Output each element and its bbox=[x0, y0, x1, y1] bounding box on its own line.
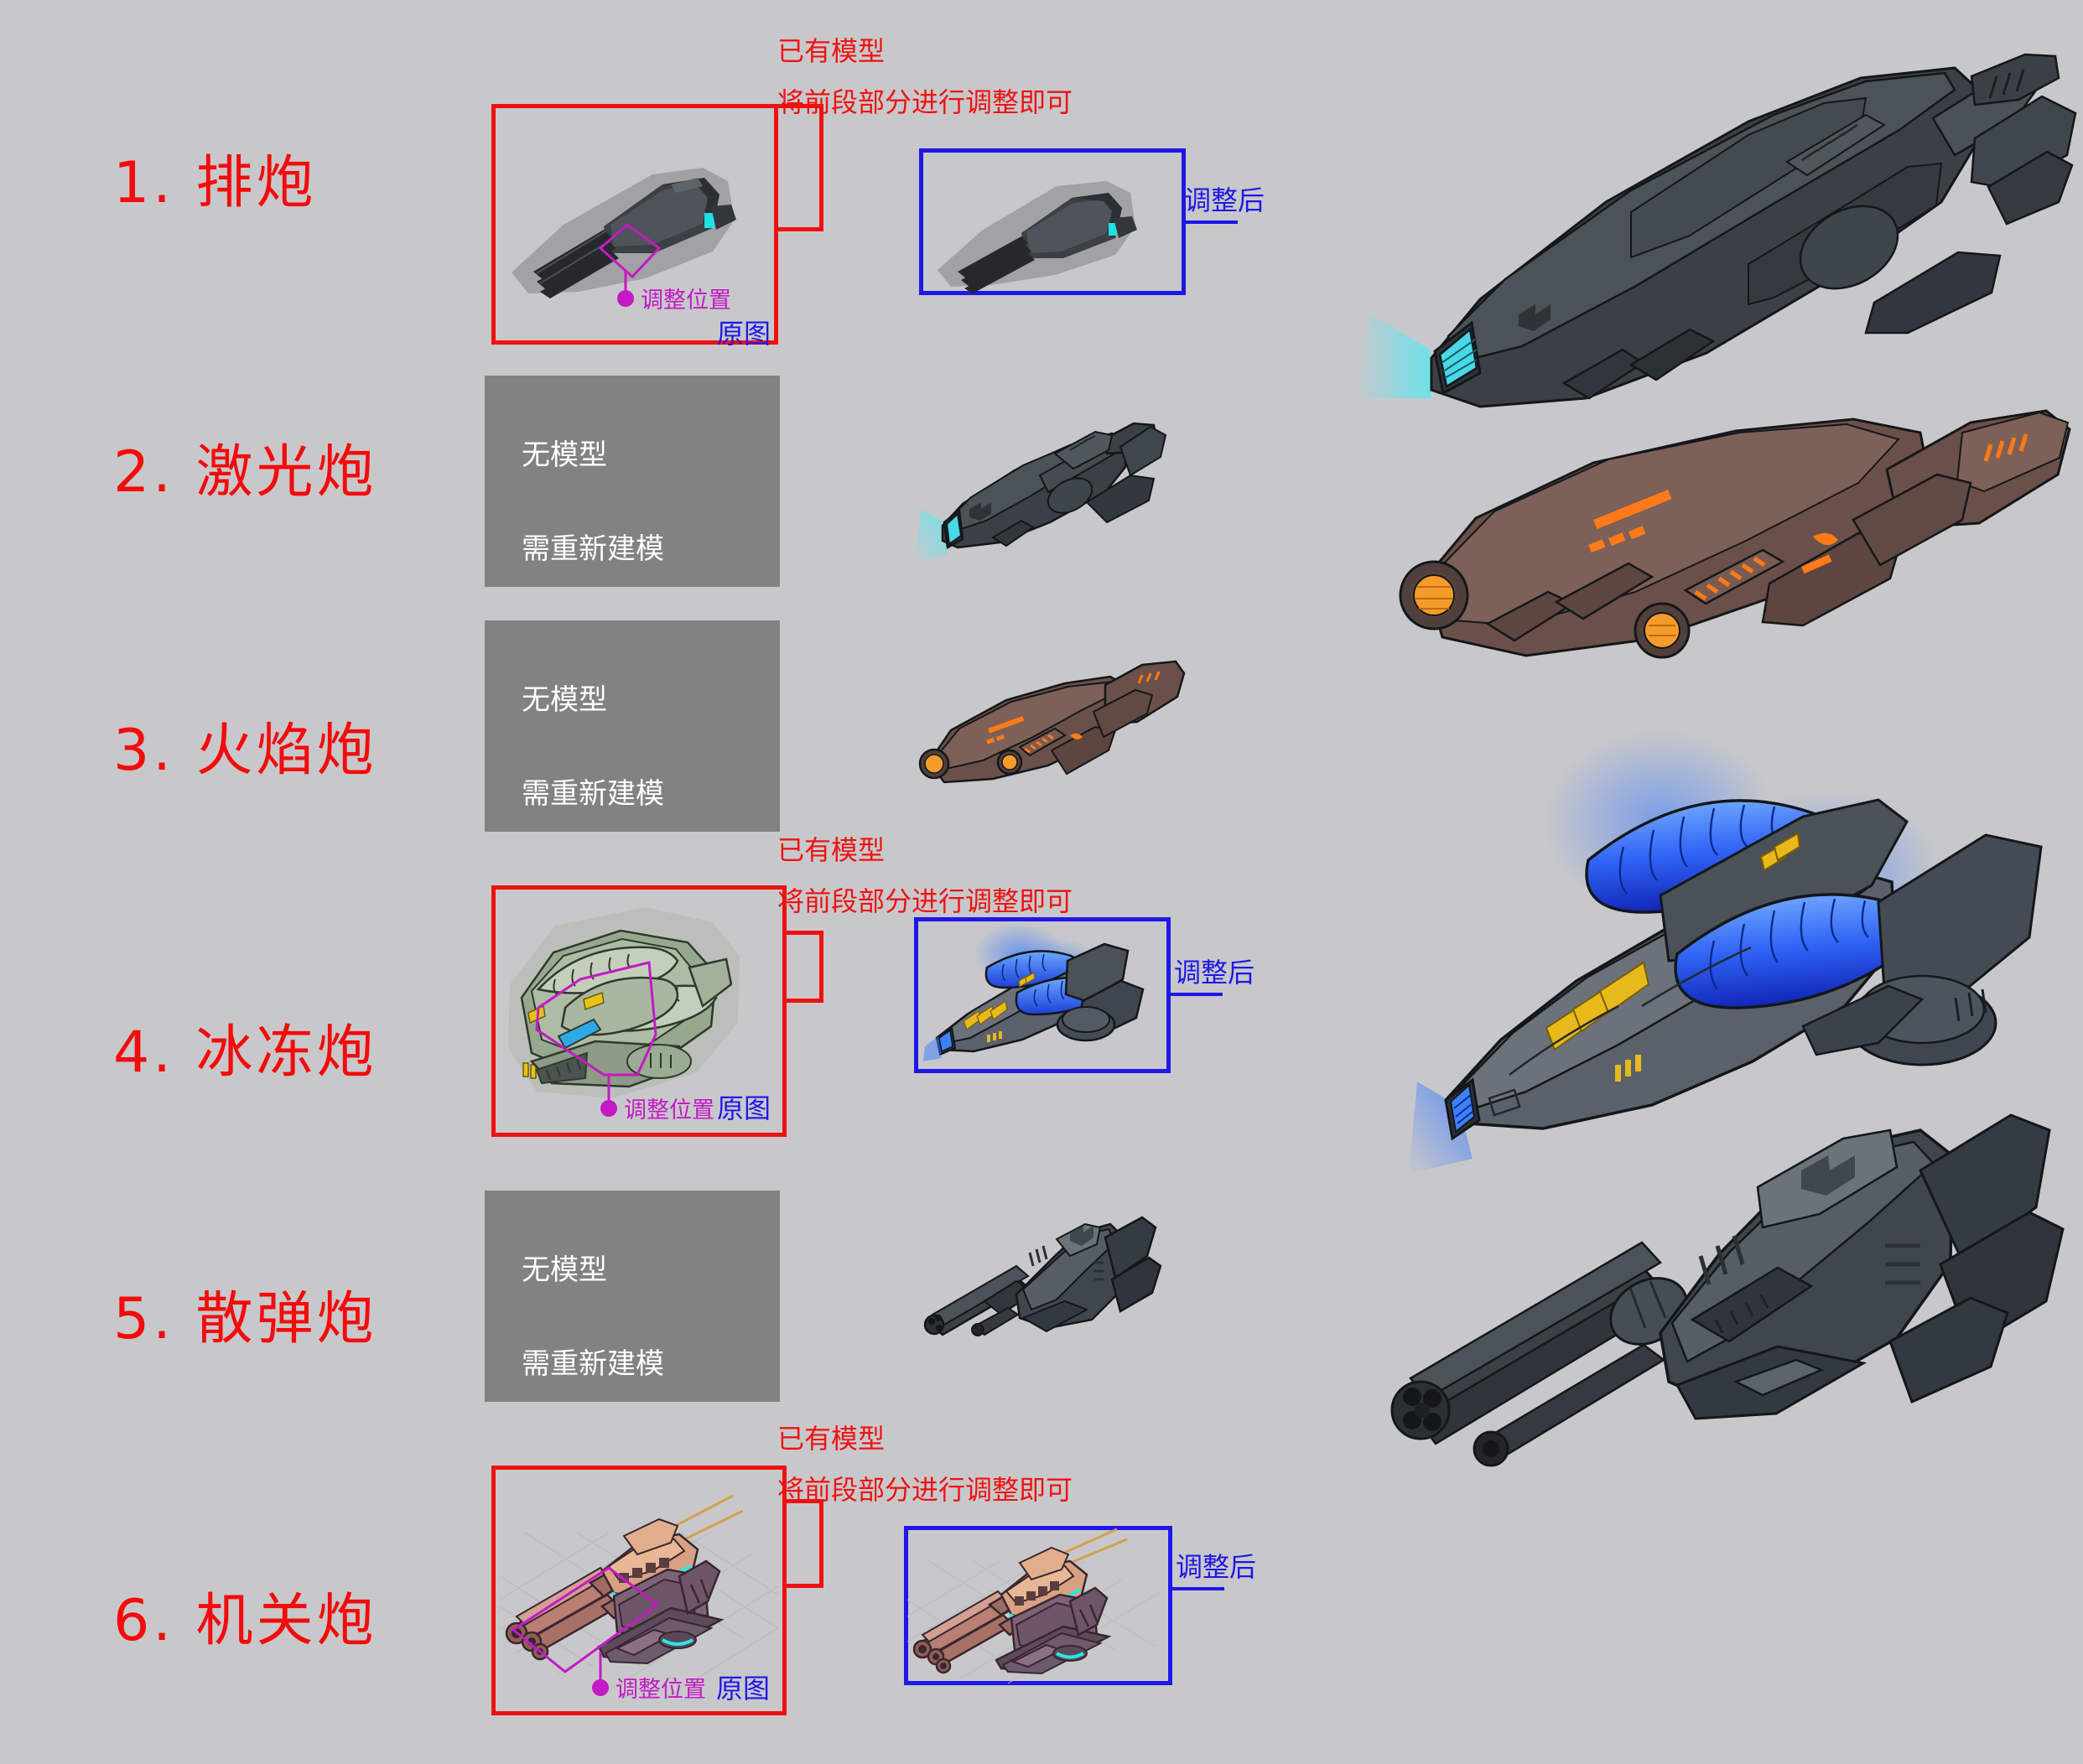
red-connector-top-1 bbox=[778, 104, 823, 108]
adjust-point-dot-1 bbox=[617, 290, 634, 307]
after-label-6: 调整后 bbox=[1176, 1551, 1257, 1583]
artwork-original-1 bbox=[503, 126, 763, 310]
no-model-placeholder-5: 无模型 需重新建模 bbox=[485, 1191, 780, 1402]
red-connector-top-6 bbox=[787, 1499, 823, 1503]
blue-connector-1 bbox=[1186, 220, 1238, 224]
adjust-position-label-1: 调整位置 bbox=[641, 288, 731, 314]
original-label-1: 原图 bbox=[717, 318, 771, 350]
after-image-box-6 bbox=[904, 1526, 1172, 1685]
category-label-3: 3. 火焰炮 bbox=[113, 718, 377, 784]
no-model-placeholder-3: 无模型 需重新建模 bbox=[485, 620, 780, 832]
concept-thumb-5 bbox=[914, 1201, 1191, 1360]
original-image-box-6 bbox=[491, 1466, 787, 1715]
concept-art-5 bbox=[1384, 1090, 2080, 1484]
no-model-placeholder-2: 无模型 需重新建模 bbox=[485, 376, 780, 587]
no-model-text-3-line2: 需重新建模 bbox=[522, 777, 664, 811]
red-connector-vertical-1 bbox=[819, 104, 823, 231]
blue-connector-4 bbox=[1171, 993, 1223, 996]
no-model-text-5-line2: 需重新建模 bbox=[522, 1347, 664, 1381]
no-model-text-3-line1: 无模型 bbox=[522, 683, 607, 717]
concept-thumb-2 bbox=[914, 415, 1191, 574]
no-model-text-2-line2: 需重新建模 bbox=[522, 532, 664, 566]
red-connector-bottom-1 bbox=[778, 227, 823, 231]
annotation-has-model-6: 已有模型 bbox=[777, 1423, 886, 1455]
original-label-4: 原图 bbox=[717, 1092, 771, 1124]
category-label-4: 4. 冰冻炮 bbox=[113, 1019, 377, 1086]
no-model-text-5-line1: 无模型 bbox=[522, 1253, 607, 1287]
concept-art-3 bbox=[1384, 409, 2083, 780]
after-image-box-4 bbox=[914, 917, 1171, 1073]
category-label-1: 1. 排炮 bbox=[113, 150, 317, 216]
annotation-adjust-front-4: 将前段部分进行调整即可 bbox=[777, 885, 1073, 917]
annotation-adjust-front-6: 将前段部分进行调整即可 bbox=[777, 1474, 1073, 1506]
red-connector-vertical-6 bbox=[819, 1499, 823, 1588]
artwork-after-1 bbox=[931, 153, 1182, 293]
original-image-box-4 bbox=[491, 885, 787, 1137]
category-label-2: 2. 激光炮 bbox=[113, 439, 377, 506]
adjust-region-highlight-1 bbox=[491, 104, 778, 345]
category-label-5: 5. 散弹炮 bbox=[113, 1286, 377, 1352]
concept-art-1 bbox=[1354, 38, 2083, 574]
concept-art-4 bbox=[1409, 729, 2083, 1174]
blue-connector-6 bbox=[1172, 1587, 1224, 1590]
adjust-point-dot-4 bbox=[600, 1100, 617, 1117]
adjust-position-label-6: 调整位置 bbox=[616, 1677, 706, 1703]
after-label-1: 调整后 bbox=[1184, 184, 1265, 216]
artwork-after-6 bbox=[906, 1528, 1171, 1684]
red-connector-vertical-4 bbox=[819, 931, 823, 1003]
adjust-point-dot-6 bbox=[592, 1679, 609, 1696]
original-image-box-1 bbox=[491, 104, 778, 345]
concept-thumb-3 bbox=[914, 658, 1191, 817]
annotation-has-model-4: 已有模型 bbox=[777, 834, 886, 866]
original-label-6: 原图 bbox=[716, 1673, 771, 1704]
after-image-box-1 bbox=[919, 148, 1186, 295]
red-connector-bottom-6 bbox=[787, 1584, 823, 1588]
red-connector-bottom-4 bbox=[787, 999, 823, 1003]
category-label-6: 6. 机关炮 bbox=[113, 1588, 377, 1654]
no-model-text-2-line1: 无模型 bbox=[522, 438, 607, 472]
artwork-original-6 bbox=[499, 1474, 779, 1707]
adjust-position-label-4: 调整位置 bbox=[624, 1097, 714, 1123]
artwork-after-4 bbox=[918, 921, 1170, 1071]
annotation-adjust-front-1: 将前段部分进行调整即可 bbox=[777, 86, 1073, 118]
after-label-4: 调整后 bbox=[1174, 957, 1255, 988]
red-connector-top-4 bbox=[787, 931, 823, 935]
annotation-has-model-1: 已有模型 bbox=[777, 35, 886, 67]
